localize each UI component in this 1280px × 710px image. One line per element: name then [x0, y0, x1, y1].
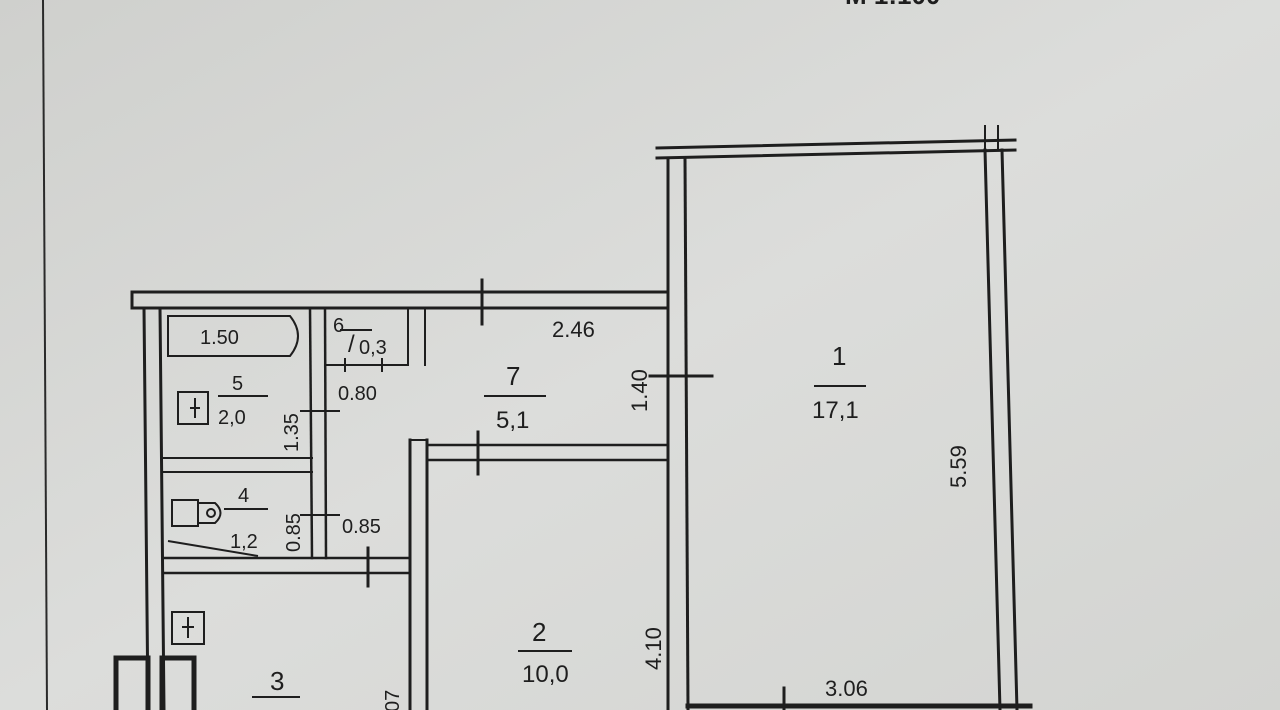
room-5-number: 5: [232, 373, 243, 395]
room-6-number: 6: [333, 315, 344, 337]
corridor-height-dimension: 1.40: [627, 369, 652, 412]
bathtub-icon: [167, 315, 299, 357]
dimension-ticks: [300, 358, 383, 516]
room-7-number: 7: [506, 361, 520, 391]
room-6-slash: /: [348, 331, 355, 358]
page-border-line: [42, 0, 48, 710]
room-4-number: 4: [238, 485, 249, 507]
walls: [130, 125, 1033, 710]
room-2-area: 10,0: [522, 661, 569, 688]
room-2-length-dimension: 4.10: [641, 627, 666, 670]
room-1-area: 17,1: [812, 397, 859, 424]
room-6-area: 0,3: [359, 337, 387, 359]
room-5-area: 2,0: [218, 407, 246, 429]
corridor-width-dimension: 2.46: [552, 317, 595, 342]
room-3-number: 3: [270, 666, 284, 696]
wc-diagonal-line: [167, 540, 259, 557]
toilet-icon: [171, 499, 222, 527]
room-1-number: 1: [832, 341, 846, 371]
scale-label: М 1:100: [845, 0, 940, 10]
hall-length-dimension: 07: [382, 690, 404, 710]
room-4-area: 1,2: [230, 531, 258, 553]
room-1-length-dimension: 5.59: [946, 445, 971, 488]
wc-height-dimension: 0.85: [283, 513, 305, 552]
appliance-blocks: [113, 655, 197, 710]
room-2-number: 2: [532, 617, 546, 647]
kitchen-sink-icon: [171, 611, 205, 645]
room-7-area: 5,1: [496, 407, 529, 434]
wc-width-dimension: 0.85: [342, 516, 381, 538]
fraction-bars: [218, 329, 866, 698]
sink-icon: [177, 391, 209, 425]
room-1-width-dimension: 3.06: [825, 676, 868, 701]
bath-height-dimension: 1.35: [281, 413, 303, 452]
bath-dimension: 1.50: [200, 327, 239, 349]
closet-width-dimension: 0.80: [338, 383, 377, 405]
